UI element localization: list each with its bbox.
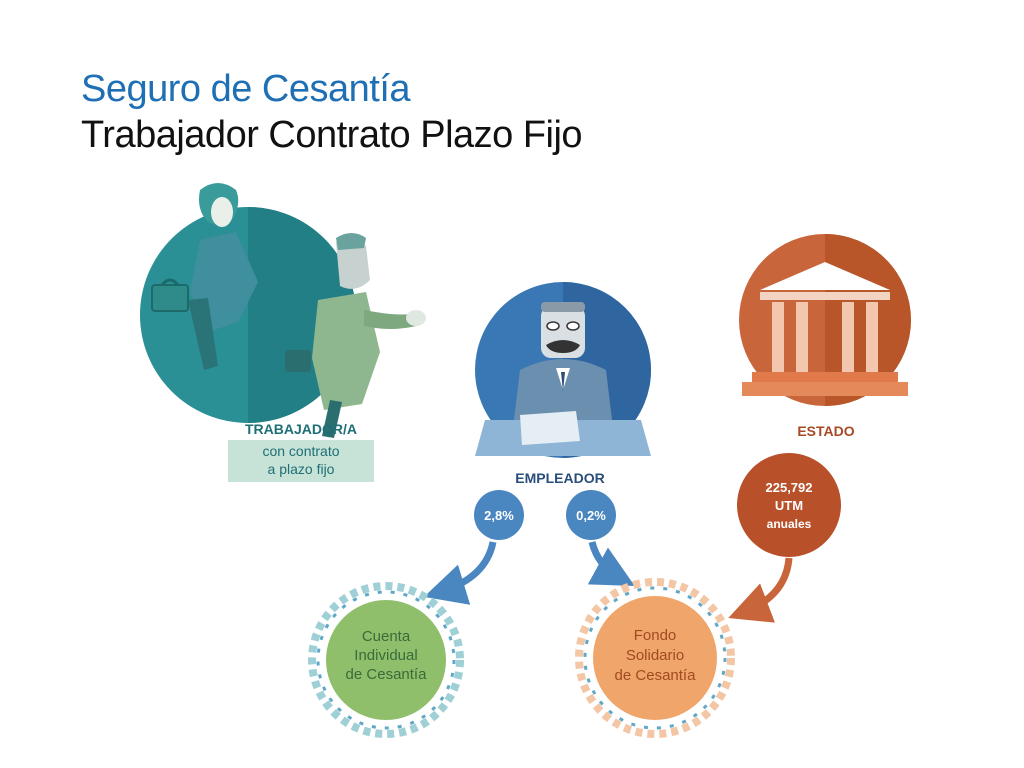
worker-desc-line1: con contrato [262,443,339,459]
state-amount-unit: UTM [775,498,803,513]
individual-fund-line1: Cuenta [362,628,411,645]
slide-title: Seguro de Cesantía [81,68,411,110]
solidarity-fund-line2: Solidario [626,647,684,664]
employer-rate-badge [566,490,616,540]
individual-account-fund: Cuenta Individual de Cesantía [308,582,464,738]
government-building-icon [742,262,908,396]
state-label: ESTADO [797,423,854,439]
individual-fund-line3: de Cesantía [346,666,428,683]
worker-rate-value: 2,8% [484,508,514,523]
state-illustration [739,234,911,406]
solidarity-fund-line3: de Cesantía [615,667,697,684]
solidarity-fund: Fondo Solidario de Cesantía [575,578,735,738]
employer-illustration [475,282,651,458]
state-amount-period: anuales [767,517,812,531]
slide-title-block: Seguro de Cesantía Trabajador Contrato P… [81,66,583,158]
employer-rate-value: 0,2% [576,508,606,523]
state-amount-badge [737,453,841,557]
employer-label: EMPLEADOR [515,470,604,486]
woman-figure-icon [151,183,258,370]
worker-label: TRABAJADOR/A [245,421,357,437]
workers-illustration [140,183,426,438]
solidarity-fund-circle [593,596,717,720]
arrow-state-to-solidarity [728,557,793,623]
worker-desc-line2: a plazo fijo [268,461,335,477]
arrow-worker-to-individual [423,541,497,605]
state-amount-value: 225,792 [766,480,813,495]
arrow-employer-to-solidarity [587,541,635,587]
worker-desc-box [228,440,374,482]
solidarity-fund-line1: Fondo [634,627,677,644]
individual-fund-line2: Individual [354,647,417,664]
individual-fund-circle [326,600,446,720]
worker-rate-badge [474,490,524,540]
slide-subtitle: Trabajador Contrato Plazo Fijo [81,114,583,156]
businessman-icon [514,302,612,420]
man-figure-icon [285,233,426,438]
